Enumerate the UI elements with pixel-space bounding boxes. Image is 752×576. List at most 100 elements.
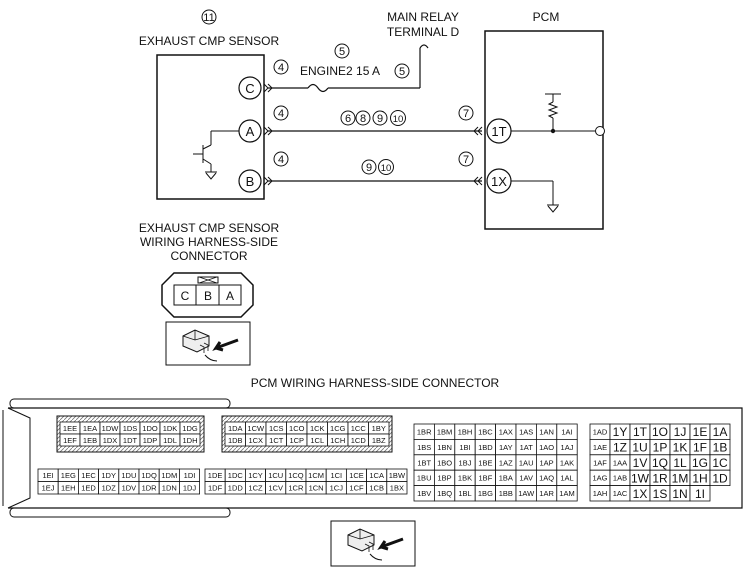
sensor-pin-b: B (246, 174, 255, 189)
pin-label: 1AA (613, 458, 627, 467)
pin-label: 1EG (61, 471, 76, 480)
pin-label: 1E (693, 425, 708, 439)
pin-cell (556, 485, 578, 502)
pin-label: 1BI (459, 443, 470, 452)
circled-number-rings (273, 43, 474, 175)
pin-label: 1CP (289, 436, 304, 445)
pin-label: 1J (674, 425, 687, 439)
pin-label: 1BV (417, 489, 431, 498)
pin-label: 1B (713, 441, 728, 455)
pin-label: 1DU (121, 471, 136, 480)
pin-label: 1CR (288, 484, 304, 493)
pin-label: 1BQ (437, 489, 452, 498)
pcm-connector-body (2, 398, 743, 518)
pin-label: 1CE (349, 471, 364, 480)
pin-label: 1AV (519, 474, 533, 483)
harness-label-1: EXHAUST CMP SENSOR (139, 221, 280, 235)
pin-label: 1CV (268, 484, 283, 493)
circ-4-a: 4 (278, 108, 284, 120)
pin-label: 1CG (330, 424, 346, 433)
sensor-title: EXHAUST CMP SENSOR (139, 34, 280, 48)
sensor-number-circle (201, 9, 217, 25)
pin-label: 1CU (268, 471, 283, 480)
pin-label: 1AT (520, 443, 534, 452)
pin-label: 1EH (61, 484, 76, 493)
pin-label: 1DB (228, 436, 243, 445)
pin-label: 1DV (122, 484, 137, 493)
pin-label: 1AQ (539, 474, 554, 483)
pin-label: 1EA (83, 424, 97, 433)
pin-label: 1AK (560, 458, 574, 467)
pin-label: 1DD (228, 484, 244, 493)
pin-label: 1CC (351, 424, 367, 433)
main-relay-label-2: TERMINAL D (387, 25, 460, 39)
pin-label: 1W (631, 471, 650, 485)
pin-label: 1EJ (42, 484, 55, 493)
pin-label: 1Y (613, 425, 628, 439)
pin-label: 1CY (248, 471, 263, 480)
conn-pin-a: A (226, 289, 234, 303)
pin-label: 1CK (310, 424, 325, 433)
pin-label: 1CI (330, 471, 342, 480)
pin-label: 1H (692, 471, 707, 485)
pin-cell (179, 433, 201, 447)
pin-label: 1BN (437, 443, 452, 452)
pin-label: 1BS (417, 443, 431, 452)
pin-label: 1CM (308, 471, 324, 480)
pin-label: 1CQ (288, 471, 304, 480)
pin-label: 1AD (593, 428, 608, 437)
pin-cell (178, 481, 200, 495)
pin-label: 1BO (437, 458, 452, 467)
pin-label: 1CH (330, 436, 345, 445)
pin-label: 1Z (613, 441, 627, 455)
pin-label: 1AL (560, 474, 573, 483)
transistor-symbol (193, 130, 239, 180)
sensor-pin-a: A (246, 124, 255, 139)
pin-label: 1DG (182, 424, 198, 433)
pin-label: 1R (652, 471, 668, 485)
pin-label: 1M (672, 471, 689, 485)
pin-label: 1AG (592, 474, 607, 483)
pin-label: 1DE (208, 471, 223, 480)
pin-label: 1T (633, 425, 648, 439)
pin-label: 1DC (228, 471, 244, 480)
pin-cell (368, 433, 390, 447)
pin-label: 1C (712, 456, 728, 470)
pin-label: 1AW (518, 489, 535, 498)
pin-label: 1CS (269, 424, 284, 433)
circ-8: 8 (360, 113, 366, 125)
circ-7-1t: 7 (463, 108, 469, 120)
harness-label-2: WIRING HARNESS-SIDE (140, 235, 278, 249)
sensor-connector-chevrons (263, 83, 273, 186)
pin-label: 1CZ (248, 484, 263, 493)
pin-label: 1AO (539, 443, 554, 452)
pin-label: 1BT (417, 458, 431, 467)
pin-label: 1CW (247, 424, 265, 433)
pin-label: 1DF (208, 484, 223, 493)
pin-label: 1V (633, 456, 648, 470)
pin-label: 1DR (142, 484, 158, 493)
pin-label: 1DA (228, 424, 243, 433)
pcm-connector-chevrons (473, 126, 483, 186)
pin-label: 1EB (83, 436, 97, 445)
pin-label: 1DY (101, 471, 116, 480)
pin-label: 1CL (310, 436, 324, 445)
pin-label: 1CA (369, 471, 384, 480)
pin-label: 1EC (81, 471, 96, 480)
harness-label-3: CONNECTOR (170, 249, 247, 263)
conn-pin-c: C (181, 289, 190, 303)
circ-10-a: 10 (393, 114, 404, 125)
pin-label: 1EE (63, 424, 77, 433)
pin-label: 1CJ (330, 484, 344, 493)
pin-label: 1CN (309, 484, 324, 493)
pin-label: 1DO (142, 424, 158, 433)
sensor-number: 11 (203, 12, 214, 24)
pin-label: 1U (632, 441, 647, 455)
pin-label: 1DZ (102, 484, 117, 493)
pin-label: 1I (695, 487, 705, 501)
pin-label: 1BL (458, 489, 471, 498)
pin-label: 1BX (390, 484, 404, 493)
relay-terminal-symbol (419, 44, 429, 49)
